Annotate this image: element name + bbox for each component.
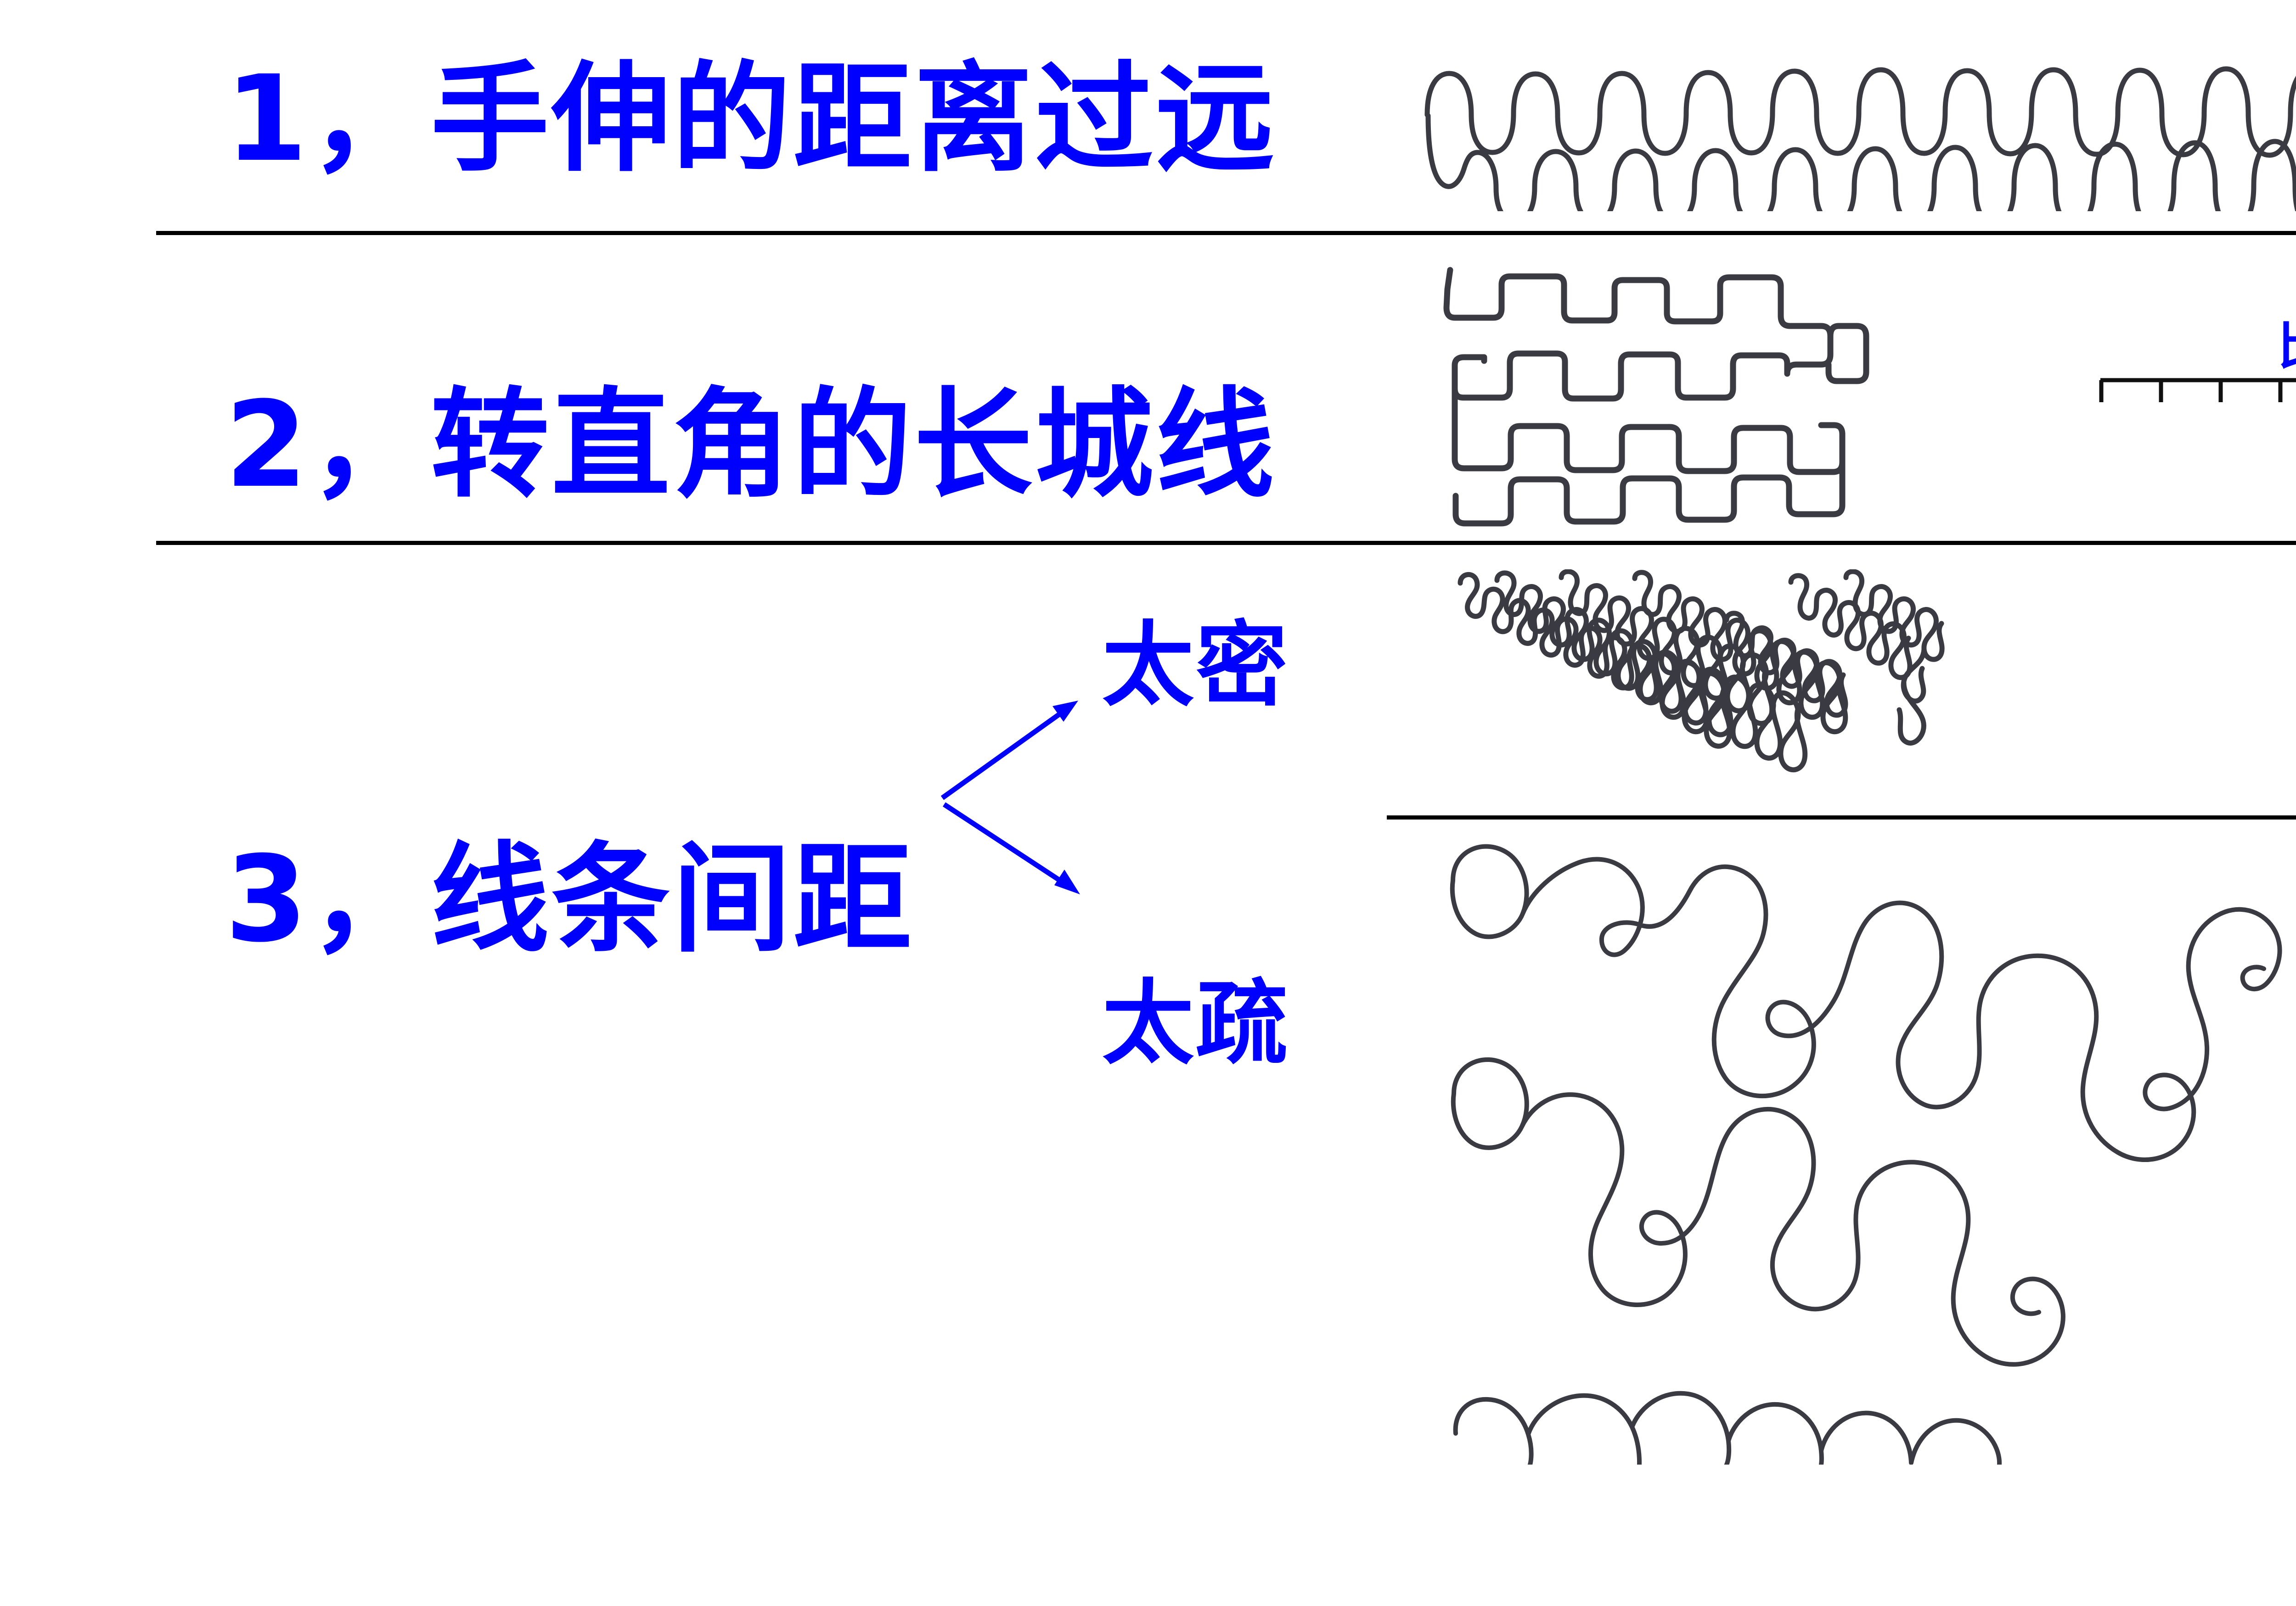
branch-label-too-sparse: 太疏: [1102, 970, 1290, 1077]
scale-ruler-label: 比例尺5cm: [2278, 321, 2296, 372]
scale-ruler: [2094, 376, 2296, 413]
drawing-dense-zigzag-wave: [1424, 46, 2296, 231]
heading-item-1: 1，手伸的距离过远: [225, 50, 1277, 188]
drawing-sparse-meander: [1442, 822, 2296, 1467]
drawing-dense-meander: [1442, 569, 1956, 808]
divider-2: [156, 541, 2296, 545]
divider-1: [156, 231, 2296, 235]
divider-3: [1387, 815, 2296, 820]
heading-item-3: 3，线条间距: [225, 831, 914, 968]
branch-arrows: [932, 679, 1125, 918]
branch-label-too-dense: 太密: [1102, 612, 1290, 719]
heading-item-2: 2，转直角的长城线: [225, 376, 1277, 514]
drawing-great-wall-meander: [1433, 257, 1883, 533]
